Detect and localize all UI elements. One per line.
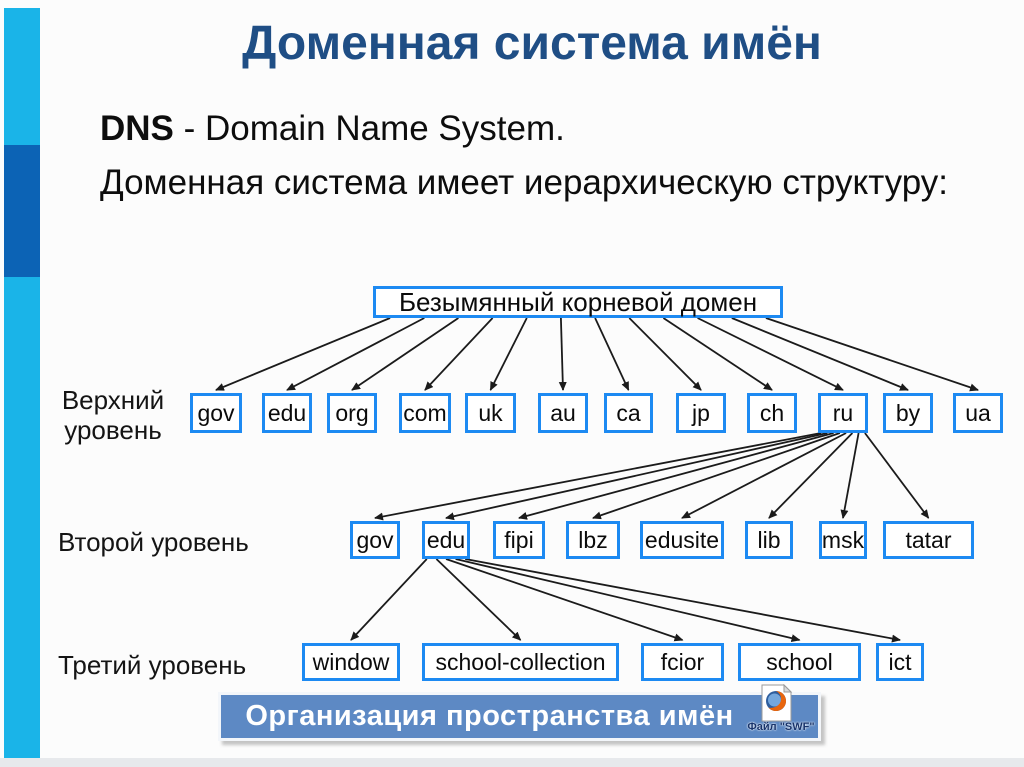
level-label-top: Верхний уровень <box>61 385 165 445</box>
domain-box-fcior: fcior <box>641 643 724 681</box>
domain-box-jp: jp <box>676 393 726 433</box>
level-label-third: Третий уровень <box>58 650 247 680</box>
domain-box-root: Безымянный корневой домен <box>373 286 783 318</box>
dns-definition-line: DNS - Domain Name System. <box>100 108 565 150</box>
sidebar-band-top <box>4 8 40 145</box>
domain-box-lbz: lbz <box>566 521 620 559</box>
firefox-file-icon[interactable] <box>761 683 793 722</box>
domain-box-msk: msk <box>819 521 867 559</box>
domain-box-org: org <box>327 393 377 433</box>
domain-box-uk: uk <box>465 393 516 433</box>
domain-box-edu: edu <box>262 393 312 433</box>
banner-label: Организация пространства имён <box>245 700 734 732</box>
domain-box-fipi: fipi <box>493 521 545 559</box>
domain-box-ru: ru <box>818 393 868 433</box>
swf-file-caption: Файл "SWF" <box>747 721 815 733</box>
sidebar-band-bottom <box>4 277 40 758</box>
domain-box-gov: gov <box>190 393 242 433</box>
level-label-second: Второй уровень <box>58 527 249 557</box>
domain-box-edusite: edusite <box>640 521 724 559</box>
domain-box-window: window <box>302 643 400 681</box>
dns-definition-rest: - Domain Name System. <box>173 109 565 148</box>
domain-box-au: au <box>538 393 588 433</box>
domain-box-by: by <box>883 393 933 433</box>
bottom-edge-strip <box>0 758 1024 767</box>
domain-box-com: com <box>399 393 451 433</box>
domain-box-ict: ict <box>876 643 924 681</box>
domain-box-tatar: tatar <box>883 521 974 559</box>
domain-box-edu: edu <box>422 521 470 559</box>
domain-box-ca: ca <box>604 393 653 433</box>
hierarchy-note: Доменная система имеет иерархическую стр… <box>100 163 949 202</box>
swf-banner-button[interactable]: Организация пространства имён <box>218 692 821 741</box>
sidebar-band-middle <box>4 145 40 277</box>
domain-box-gov: gov <box>350 521 400 559</box>
dns-term: DNS <box>100 109 174 148</box>
domain-box-ch: ch <box>747 393 797 433</box>
slide-title: Доменная система имён <box>242 17 822 70</box>
domain-box-ua: ua <box>953 393 1003 433</box>
domain-box-school-collection: school-collection <box>422 643 619 681</box>
domain-box-school: school <box>738 643 861 681</box>
domain-box-lib: lib <box>745 521 793 559</box>
